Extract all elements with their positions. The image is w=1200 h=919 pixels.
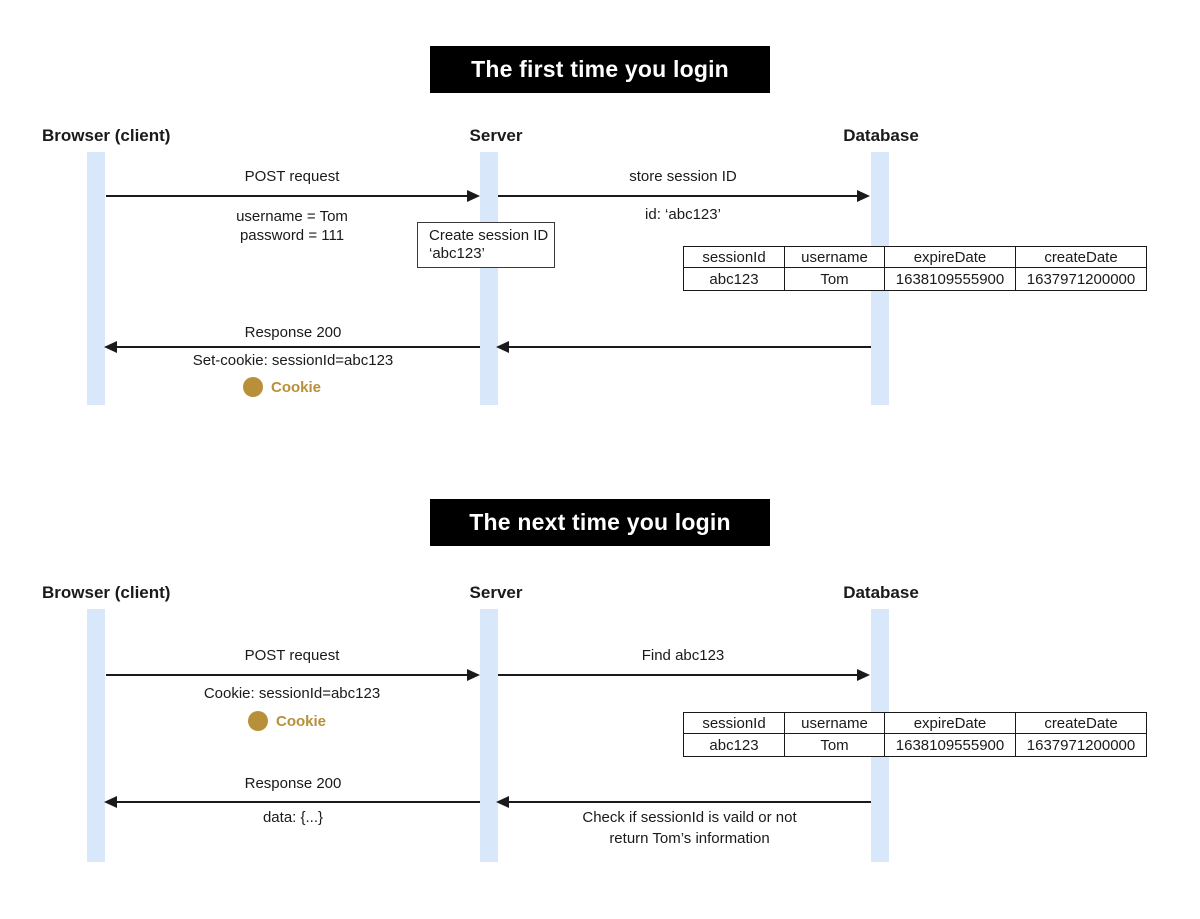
actor-database: Database [843,126,919,145]
response-arrow [104,341,480,353]
create-session-note: Create session ID ‘abc123’ [417,222,555,268]
cookie-icon [243,377,263,397]
cell-sessionid: abc123 [683,733,785,757]
col-createdate: createDate [1015,712,1147,734]
set-cookie-label: Set-cookie: sessionId=abc123 [192,352,394,369]
diagram1-title: The first time you login [430,46,770,93]
cell-createdate: 1637971200000 [1015,733,1147,757]
store-session-label: store session ID [629,168,737,185]
actor-browser: Browser (client) [42,126,171,145]
col-createdate: createDate [1015,246,1147,268]
response-arrow [104,796,480,808]
cookie-header-label: Cookie: sessionId=abc123 [203,685,381,702]
col-sessionid: sessionId [683,712,785,734]
find-session-arrow [498,669,870,681]
col-sessionid: sessionId [683,246,785,268]
find-session-label: Find abc123 [641,647,725,664]
session-table: sessionId username expireDate createDate… [683,246,1147,291]
return-info-label: return Tom’s information [609,830,770,847]
cell-createdate: 1637971200000 [1015,267,1147,291]
table-row: abc123 Tom 1638109555900 1637971200000 [683,733,1147,757]
username-label: username = Tom [236,208,348,225]
cookie-icon [248,711,268,731]
col-expiredate: expireDate [884,712,1016,734]
session-table: sessionId username expireDate createDate… [683,712,1147,757]
password-label: password = 111 [239,227,345,244]
note-line2: ‘abc123’ [429,245,485,262]
cookie-label: Cookie [276,713,327,730]
response-label: Response 200 [244,775,342,792]
col-username: username [784,246,885,268]
db-return-arrow [496,341,871,353]
data-label: data: {...} [262,809,324,826]
post-request-label: POST request [244,168,340,185]
browser-lifeline [87,609,105,862]
table-header-row: sessionId username expireDate createDate [683,712,1147,734]
cookie-label: Cookie [271,379,322,396]
response-label: Response 200 [244,324,342,341]
actor-database: Database [843,583,919,602]
cell-expiredate: 1638109555900 [884,267,1016,291]
actor-server: Server [469,583,523,602]
col-expiredate: expireDate [884,246,1016,268]
post-request-arrow [106,669,480,681]
post-request-arrow [106,190,480,202]
cell-username: Tom [784,733,885,757]
table-header-row: sessionId username expireDate createDate [683,246,1147,268]
check-session-label: Check if sessionId is vaild or not [582,809,797,826]
post-request-label: POST request [244,647,340,664]
cell-expiredate: 1638109555900 [884,733,1016,757]
table-row: abc123 Tom 1638109555900 1637971200000 [683,267,1147,291]
note-line1: Create session ID [429,227,549,244]
col-username: username [784,712,885,734]
cell-username: Tom [784,267,885,291]
browser-lifeline [87,152,105,405]
session-id-label: id: ‘abc123’ [645,206,721,223]
actor-browser: Browser (client) [42,583,171,602]
server-lifeline [480,609,498,862]
diagram2-title: The next time you login [430,499,770,546]
server-lifeline [480,152,498,405]
actor-server: Server [469,126,523,145]
store-session-arrow [498,190,870,202]
cell-sessionid: abc123 [683,267,785,291]
db-return-arrow [496,796,871,808]
